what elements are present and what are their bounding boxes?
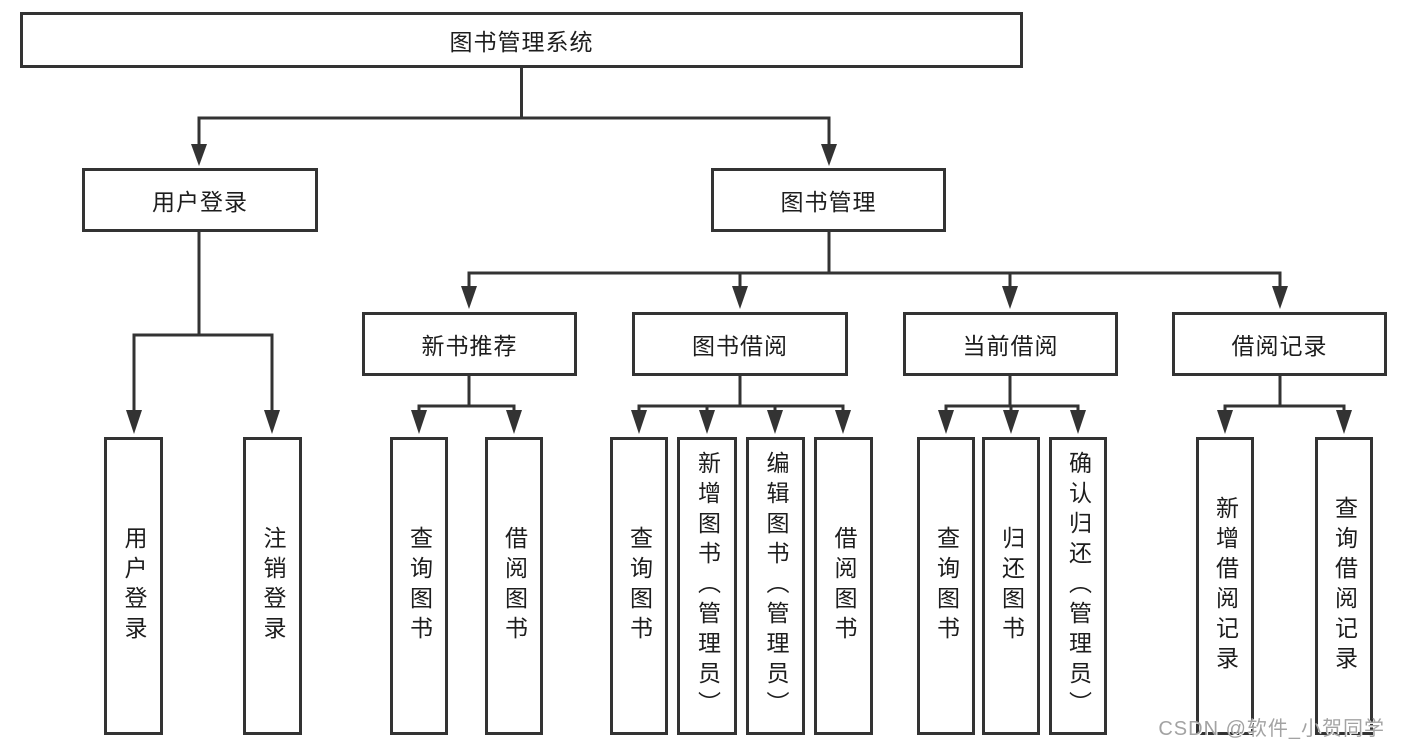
connectors-borrow-records xyxy=(1217,376,1352,434)
node-root-label: 图书管理系统 xyxy=(449,29,594,55)
leaf-query-books-2-label: 查询图书 xyxy=(626,526,653,646)
leaf-query-books-1: 查询图书 xyxy=(390,437,448,735)
leaf-edit-book-admin-label: 编辑图书（管理员） xyxy=(763,451,789,721)
node-current-borrowing-label: 当前借阅 xyxy=(962,333,1059,359)
leaf-query-books-3: 查询图书 xyxy=(917,437,975,735)
leaf-borrow-books-2: 借阅图书 xyxy=(814,437,873,735)
node-book-borrowing: 图书借阅 xyxy=(632,312,848,376)
leaf-borrow-books-1-label: 借阅图书 xyxy=(501,526,528,646)
node-current-borrowing: 当前借阅 xyxy=(903,312,1118,376)
node-new-book-recommend-label: 新书推荐 xyxy=(421,333,518,359)
connectors-new-book-recommend xyxy=(411,376,522,434)
leaf-add-book-admin-label: 新增图书（管理员） xyxy=(694,451,721,721)
leaf-query-borrow-record: 查询借阅记录 xyxy=(1315,437,1373,735)
node-borrow-records: 借阅记录 xyxy=(1172,312,1387,376)
connectors-book-borrowing xyxy=(631,376,851,434)
node-book-management-label: 图书管理 xyxy=(780,189,877,215)
leaf-return-book: 归还图书 xyxy=(982,437,1040,735)
leaf-query-books-3-label: 查询图书 xyxy=(933,526,960,646)
node-book-borrowing-label: 图书借阅 xyxy=(692,333,788,359)
node-user-login-label: 用户登录 xyxy=(152,189,248,215)
csdn-watermark: CSDN @软件_小贺同学 xyxy=(1158,718,1385,740)
leaf-confirm-return-admin-label: 确认归还（管理员） xyxy=(1065,451,1092,721)
leaf-user-login-label: 用户登录 xyxy=(121,526,147,646)
node-user-login: 用户登录 xyxy=(82,168,318,232)
connectors-book-management xyxy=(461,232,1288,309)
node-borrow-records-label: 借阅记录 xyxy=(1231,333,1328,359)
connectors-current-borrowing xyxy=(938,376,1086,434)
leaf-confirm-return-admin: 确认归还（管理员） xyxy=(1049,437,1107,735)
leaf-add-book-admin: 新增图书（管理员） xyxy=(677,437,737,735)
leaf-logout-label: 注销登录 xyxy=(260,526,286,646)
leaf-edit-book-admin: 编辑图书（管理员） xyxy=(746,437,805,735)
leaf-query-borrow-record-label: 查询借阅记录 xyxy=(1331,496,1358,676)
node-new-book-recommend: 新书推荐 xyxy=(362,312,577,376)
leaf-add-borrow-record-label: 新增借阅记录 xyxy=(1212,496,1239,676)
leaf-borrow-books-1: 借阅图书 xyxy=(485,437,543,735)
connectors-user-login xyxy=(126,232,280,434)
leaf-logout: 注销登录 xyxy=(243,437,302,735)
leaf-query-books-1-label: 查询图书 xyxy=(406,526,433,646)
connectors-root xyxy=(191,68,837,166)
node-root: 图书管理系统 xyxy=(20,12,1023,68)
leaf-add-borrow-record: 新增借阅记录 xyxy=(1196,437,1254,735)
node-book-management: 图书管理 xyxy=(711,168,946,232)
leaf-user-login: 用户登录 xyxy=(104,437,163,735)
leaf-borrow-books-2-label: 借阅图书 xyxy=(831,526,857,646)
leaf-return-book-label: 归还图书 xyxy=(998,526,1025,646)
leaf-query-books-2: 查询图书 xyxy=(610,437,668,735)
